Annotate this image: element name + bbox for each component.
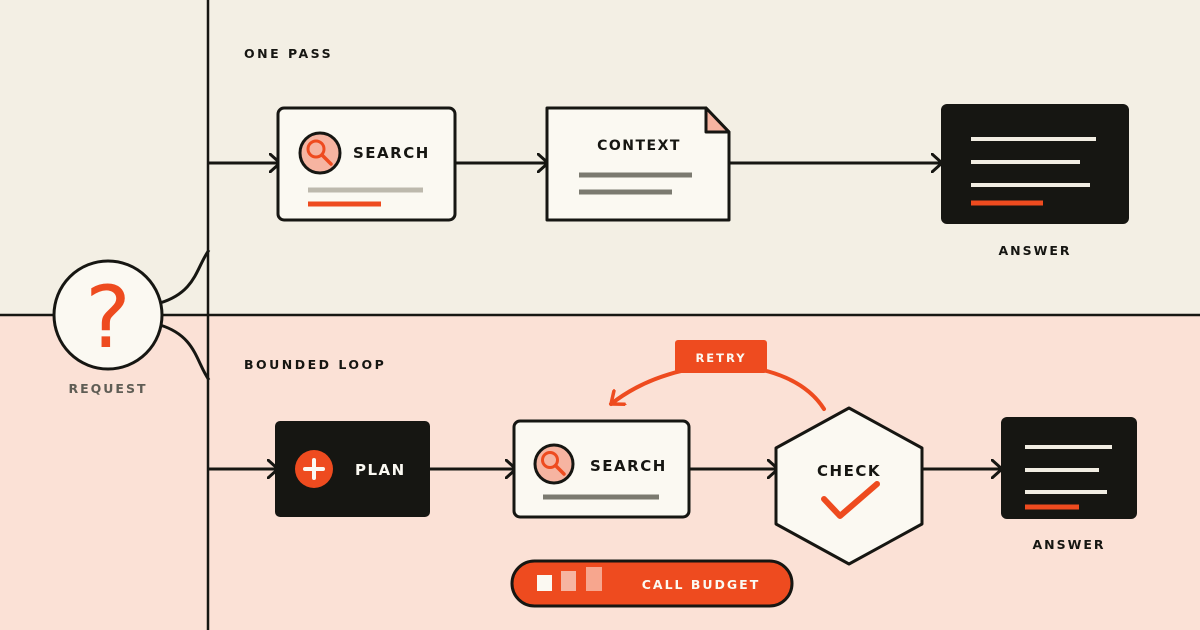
one-pass-answer-card <box>941 104 1129 224</box>
check-node: CHECK <box>774 406 924 566</box>
request-branch-bottom <box>159 323 211 381</box>
retry-badge: RETRY <box>675 340 767 373</box>
bounded-loop-search-card: SEARCH <box>512 419 691 519</box>
plan-label: PLAN <box>355 461 406 479</box>
question-mark-icon: ? <box>85 268 131 368</box>
document-lines-icon <box>971 137 1096 206</box>
check-icon <box>821 481 880 519</box>
call-budget-pill: CALL BUDGET <box>510 559 794 608</box>
search-icon <box>298 131 342 175</box>
one-pass-search-card: SEARCH <box>276 106 457 222</box>
search-icon <box>533 443 575 485</box>
bounded-loop-section-label: BOUNDED LOOP <box>244 357 386 372</box>
document-lines-icon <box>1025 445 1112 510</box>
request-label: REQUEST <box>68 381 147 396</box>
request-branch-top <box>159 249 211 305</box>
bounded-loop-search-label: SEARCH <box>590 457 667 475</box>
bounded-loop-answer-card <box>1001 417 1137 519</box>
context-label: CONTEXT <box>597 138 681 154</box>
retry-label: RETRY <box>695 351 746 365</box>
one-pass-answer-label: ANSWER <box>998 243 1071 258</box>
one-pass-section-label: ONE PASS <box>244 46 333 61</box>
call-budget-label: CALL BUDGET <box>642 577 761 592</box>
plus-icon <box>295 450 333 488</box>
one-pass-search-label: SEARCH <box>353 144 430 162</box>
check-label: CHECK <box>817 462 881 480</box>
request-node: ? <box>52 259 164 371</box>
budget-bars-icon <box>537 567 602 591</box>
context-document: CONTEXT <box>545 106 731 222</box>
plan-card: PLAN <box>275 421 430 517</box>
page-fold <box>704 106 731 134</box>
bounded-loop-answer-label: ANSWER <box>1032 537 1105 552</box>
